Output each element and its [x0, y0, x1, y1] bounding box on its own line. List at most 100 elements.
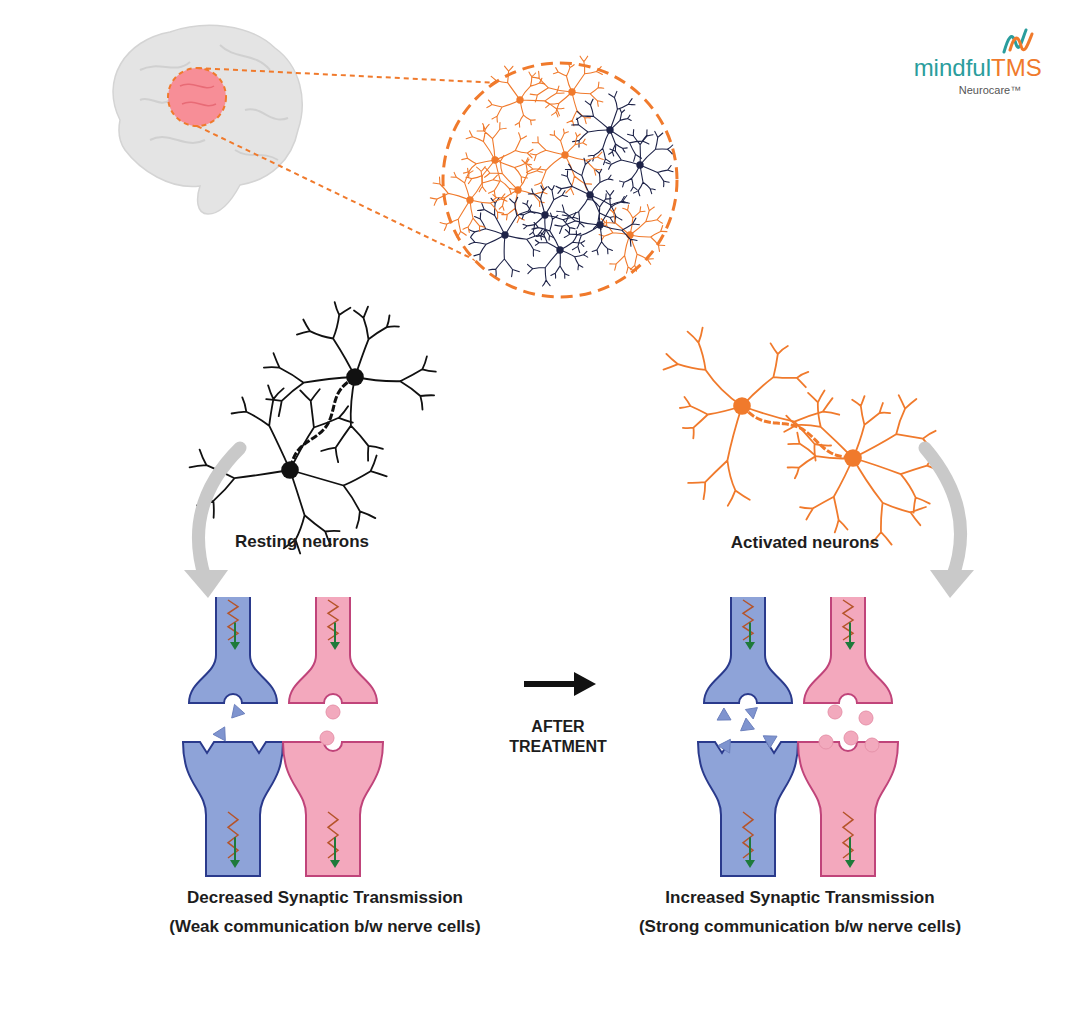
panel-label: Resting neurons	[235, 531, 369, 552]
signal-arrow	[749, 837, 751, 864]
arrow-head	[845, 860, 855, 868]
neuron-soma	[556, 246, 563, 253]
neurotransmitter	[865, 738, 879, 752]
postsynaptic-terminal	[283, 742, 383, 876]
logo-text: TMS	[991, 53, 1042, 83]
arrow-head	[930, 570, 974, 598]
logo-subtitle: Neurocare™	[959, 84, 1021, 98]
neuron-soma	[844, 449, 862, 467]
neurotransmitter	[213, 727, 225, 741]
neuron-dendrites	[519, 186, 578, 241]
neuron-soma	[346, 368, 364, 386]
signal-zigzag	[743, 812, 753, 858]
signal-zigzag	[228, 812, 238, 858]
neuron-soma	[514, 186, 521, 193]
neuron-dendrites	[555, 191, 640, 255]
caption-heading: Increased Synaptic Transmission	[665, 887, 934, 908]
presynaptic-terminal	[804, 597, 892, 703]
neuron-soma	[281, 461, 299, 479]
neurotransmitter	[859, 711, 873, 725]
caption-heading: Decreased Synaptic Transmission	[187, 887, 463, 908]
neuron-dendrites	[784, 390, 942, 544]
presynaptic-terminal	[704, 597, 792, 703]
neuron-soma	[733, 397, 751, 415]
neurotransmitter	[763, 736, 777, 748]
logo-wave	[1010, 34, 1032, 50]
arrow-head	[184, 570, 228, 598]
arrow-head	[330, 642, 340, 650]
step-label: AFTER TREATMENT	[493, 717, 623, 757]
arrow-head	[230, 860, 240, 868]
neurotransmitter	[232, 704, 245, 718]
neuron-soma	[541, 211, 548, 218]
neurotransmitter	[828, 705, 842, 719]
zoom-circle	[443, 63, 677, 297]
neuron-soma	[501, 231, 508, 238]
logo-mark	[1004, 30, 1032, 52]
neurotransmitter	[717, 708, 731, 720]
postsynaptic-terminal	[183, 742, 283, 876]
neuron-soma	[466, 196, 473, 203]
arrow-head	[574, 672, 596, 696]
neuron-dendrites	[599, 205, 667, 274]
neuron-dendrites	[487, 66, 564, 127]
presynaptic-terminal	[189, 597, 277, 703]
neuron-dendrites	[527, 129, 604, 195]
neuron-dendrites	[530, 56, 604, 126]
arrow-head	[745, 860, 755, 868]
brain-illustration	[113, 25, 302, 214]
signal-arrow	[849, 837, 851, 864]
signal-zigzag	[328, 600, 338, 640]
process-arrow	[198, 448, 240, 578]
neurotransmitter	[741, 718, 755, 731]
process-arrow	[925, 448, 961, 578]
signal-zigzag	[843, 812, 853, 858]
presynaptic-terminal	[289, 597, 377, 703]
arrow-head	[230, 642, 240, 650]
neurotransmitter	[718, 739, 730, 753]
neuron-soma	[626, 231, 633, 238]
signal-zigzag	[228, 600, 238, 640]
neuron-dendrites	[606, 130, 673, 196]
arrow-head	[845, 642, 855, 650]
arrow-head	[745, 642, 755, 650]
neurotransmitter	[745, 708, 757, 719]
neuron-dendrites	[664, 328, 840, 506]
caption-note: (Strong communication b/w nerve cells)	[639, 916, 961, 937]
postsynaptic-terminal	[698, 742, 798, 876]
brain-gyri	[140, 45, 288, 160]
neuron-dendrites	[264, 302, 436, 462]
target-region-gyri	[180, 84, 216, 105]
signal-zigzag	[328, 812, 338, 858]
neuron-dendrites	[572, 91, 649, 164]
target-region	[168, 68, 226, 126]
neurotransmitter	[819, 735, 833, 749]
signal-arrow	[334, 837, 336, 864]
signal-arrow	[234, 837, 236, 864]
signal-zigzag	[843, 600, 853, 640]
neuron-soma	[636, 161, 643, 168]
treatment-arrow	[524, 681, 578, 687]
logo-text: mindful	[914, 53, 991, 83]
neurotransmitter	[320, 731, 334, 745]
brain-outline	[113, 25, 302, 214]
synapse-group	[183, 597, 898, 876]
neuron-dendrites	[430, 167, 507, 238]
zoom-line	[197, 68, 520, 84]
neuron-group	[190, 56, 942, 553]
panel-label: Activated neurons	[731, 532, 879, 553]
neuron-soma	[516, 96, 523, 103]
neuron-dendrites	[469, 197, 545, 276]
caption-note: (Weak communication b/w nerve cells)	[169, 916, 480, 937]
neuron-soma	[606, 126, 613, 133]
signal-zigzag	[743, 600, 753, 640]
neurotransmitter	[844, 731, 858, 745]
neuron-soma	[596, 221, 603, 228]
arrow-head	[330, 860, 340, 868]
postsynaptic-terminal	[798, 742, 898, 876]
neurotransmitter	[326, 705, 340, 719]
neuron-soma	[568, 88, 575, 95]
neuron-soma	[561, 151, 568, 158]
